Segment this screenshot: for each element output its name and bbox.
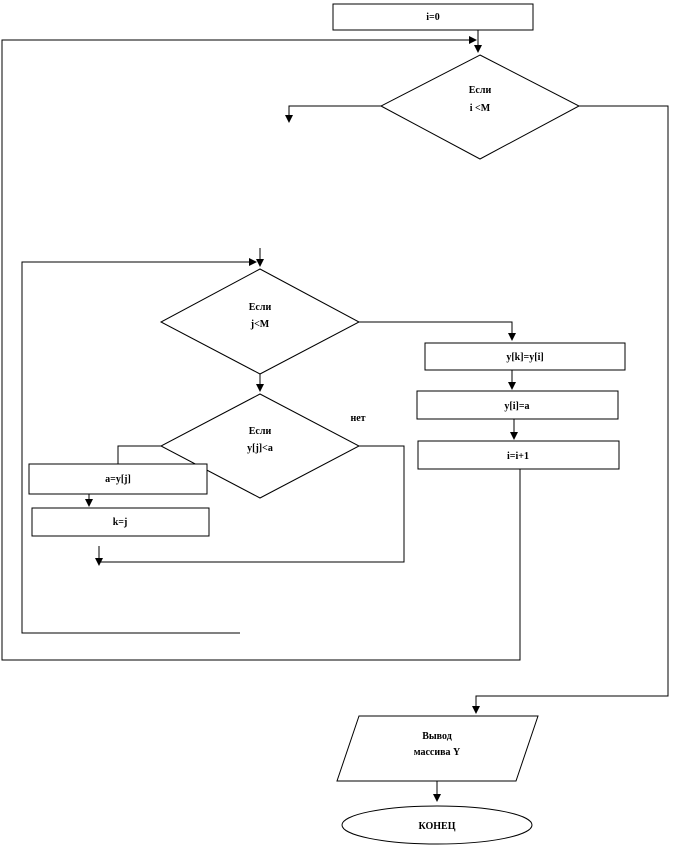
output-line2: массива Y [414, 747, 461, 758]
cond-j-line1: Если [249, 302, 272, 313]
assign-k-label: k=j [113, 517, 128, 528]
cond-i-line2: i <M [470, 103, 491, 114]
swap-yi-block: y[i]=a [416, 390, 619, 420]
init-i-block: i=0 [332, 3, 534, 31]
assign-a-block: a=y[j] [28, 463, 208, 495]
cond-i-decision: Если i <M [379, 54, 581, 160]
inc-i-block: i=i+1 [417, 440, 620, 470]
cond-j-exit-line [359, 321, 516, 341]
swap-yk-block: y[k]=y[i] [424, 342, 626, 371]
cond-y-yes-line [117, 445, 161, 464]
inner-loop-return-line [21, 258, 257, 634]
cond-j-decision: Если j<M [159, 268, 361, 375]
cond-i-yes-line [285, 105, 381, 123]
cond-y-line2: y[j]<a [247, 443, 273, 454]
init-i-label: i=0 [426, 12, 439, 23]
end-terminal: КОНЕЦ [341, 805, 533, 845]
no-label: нет [350, 413, 365, 424]
output-line1: Вывод [422, 731, 452, 742]
inc-i-label: i=i+1 [507, 451, 529, 462]
output-block: Вывод массива Y [336, 715, 539, 782]
swap-yk-label: y[k]=y[i] [506, 352, 543, 363]
end-label: КОНЕЦ [418, 821, 455, 832]
cond-y-line1: Если [249, 426, 272, 437]
assign-a-label: a=y[j] [105, 474, 131, 485]
cond-y-decision: Если y[j]<a [159, 393, 361, 499]
cond-i-line1: Если [469, 85, 492, 96]
assign-k-block: k=j [31, 507, 210, 537]
cond-i-no-line [472, 105, 669, 714]
swap-yi-label: y[i]=a [504, 401, 529, 412]
cond-j-line2: j<M [250, 319, 270, 330]
cond-y-no-line [99, 445, 405, 563]
outer-loop-return-line [1, 36, 521, 661]
